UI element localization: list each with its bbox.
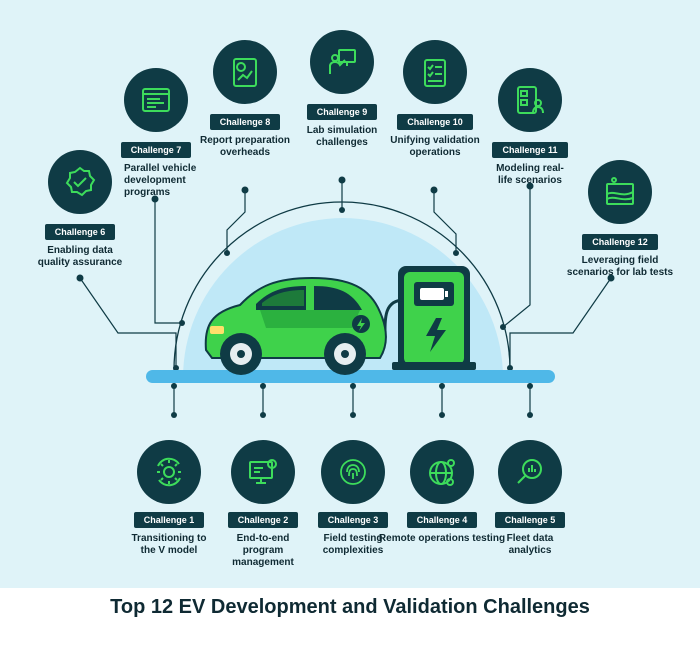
challenge-6-label: Enabling data quality assurance [37,245,123,268]
globe-network-icon [410,440,474,504]
challenge-3: Challenge 3 Field testing complexities [288,440,418,557]
challenge-5-label: Fleet data analytics [506,533,554,556]
challenge-5: Challenge 5 Fleet data analytics [465,440,595,557]
challenge-11-label: Modeling real-life scenarios [496,163,564,186]
computer-gear-icon [231,440,295,504]
challenge-3-badge: Challenge 3 [317,512,389,528]
challenge-9-label: Lab simulation challenges [306,125,378,148]
challenge-7: Challenge 7 Parallel vehicle development… [91,68,221,199]
challenge-8-label: Report preparation overheads [199,135,290,158]
challenge-6: Challenge 6 Enabling data quality assura… [15,150,145,269]
challenge-2-label: End-to-end program management [232,533,294,568]
presenter-board-icon [310,30,374,94]
challenge-5-badge: Challenge 5 [494,512,566,528]
challenge-9: Challenge 9 Lab simulation challenges [277,30,407,149]
field-landscape-icon [588,160,652,224]
challenge-12-badge: Challenge 12 [582,234,658,250]
challenge-6-badge: Challenge 6 [44,224,116,240]
challenge-4-label: Remote operations testing [378,533,506,544]
charging-station [392,266,476,370]
page-title: Top 12 EV Development and Validation Cha… [110,596,590,618]
challenge-10: Challenge 10 Unifying validation operati… [370,40,500,159]
challenge-11-badge: Challenge 11 [492,142,568,158]
bottom-connector-dots [171,383,533,418]
challenge-3-label: Field testing complexities [322,533,384,556]
challenge-10-label: Unifying validation operations [390,135,480,158]
challenge-1-badge: Challenge 1 [133,512,205,528]
challenge-4-badge: Challenge 4 [406,512,478,528]
challenge-11: Challenge 11 Modeling real-life scenario… [465,68,595,187]
challenge-10-badge: Challenge 10 [397,114,473,130]
browser-window-icon [124,68,188,132]
fingerprint-icon [321,440,385,504]
challenge-9-badge: Challenge 9 [306,104,378,120]
challenge-4: Challenge 4 Remote operations testing [377,440,507,545]
report-chart-icon [213,40,277,104]
challenge-8-badge: Challenge 8 [209,114,281,130]
ev-car [204,276,387,375]
checklist-icon [403,40,467,104]
magnifier-chart-icon [498,440,562,504]
challenge-12: Challenge 12 Leveraging field scenarios … [555,160,685,279]
challenge-2: Challenge 2 End-to-end program managemen… [198,440,328,569]
top-connectors [79,180,612,368]
check-badge-icon [48,150,112,214]
challenge-8: Challenge 8 Report preparation overheads [180,40,310,159]
challenge-7-badge: Challenge 7 [120,142,192,158]
challenge-2-badge: Challenge 2 [227,512,299,528]
challenge-12-label: Leveraging field scenarios for lab tests [566,255,674,278]
dashboard-user-icon [498,68,562,132]
challenge-1: Challenge 1 Transitioning to the V model [104,440,234,557]
gear-cycle-icon [137,440,201,504]
challenge-1-label: Transitioning to the V model [131,533,207,556]
connector-dots [76,176,615,371]
challenge-7-label: Parallel vehicle development programs [124,163,197,198]
